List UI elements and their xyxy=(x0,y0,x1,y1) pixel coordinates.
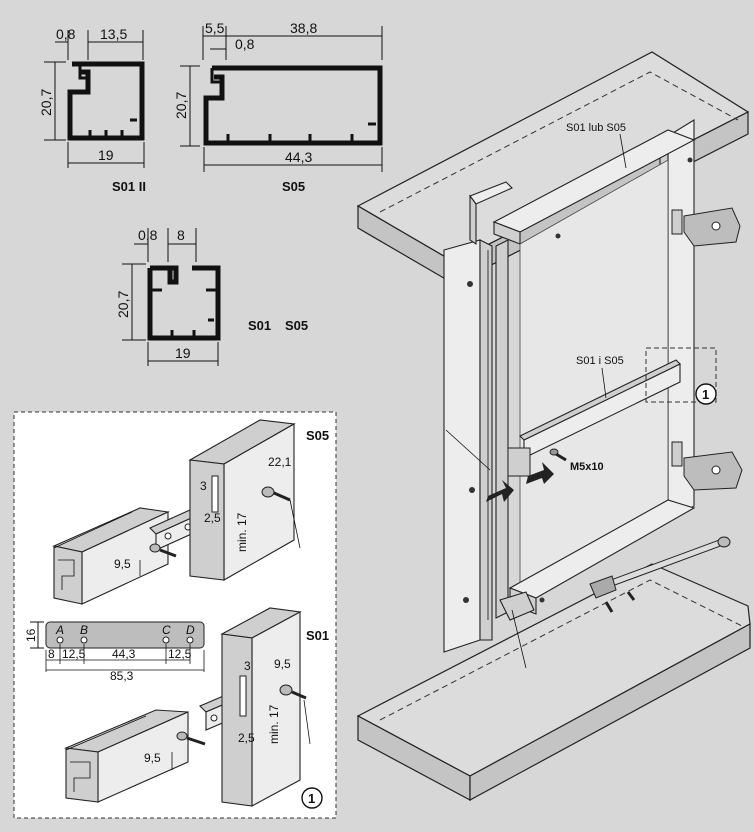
screw-s05-detail xyxy=(149,543,177,558)
plate-hole-b xyxy=(80,636,88,644)
detail-s05-joint: S05 22,1 3 2,5 min. 17 9,5 xyxy=(52,419,329,605)
profile-s05-label: S05 xyxy=(282,179,305,194)
plate-hole-c xyxy=(162,636,170,644)
screw-m5x10 xyxy=(549,448,567,462)
plate-label-c: C xyxy=(162,623,171,637)
detail-s01-dim-e: 9,5 xyxy=(144,751,161,765)
detail-circle-number: 1 xyxy=(308,791,315,806)
plate-hole-a xyxy=(56,636,64,644)
label-s01-i-s05: S01 i S05 xyxy=(576,355,624,367)
dim-s05-height: 20,7 xyxy=(173,92,189,119)
dim-s0105-top-left: 0,8 xyxy=(138,227,158,243)
plate-seg-3: 44,3 xyxy=(112,647,136,661)
plate-seg-1: 8 xyxy=(48,647,55,661)
dim-s05-top-right: 38,8 xyxy=(290,20,317,36)
dim-s05-lip: 0,8 xyxy=(235,36,255,52)
screw-post-s01 xyxy=(279,684,307,700)
dim-s0105-bottom: 19 xyxy=(175,345,191,361)
screw-s01-detail xyxy=(176,731,206,746)
profile-s01-ii: 0,8 13,5 20,7 19 S01 II xyxy=(38,26,146,194)
dim-s01ii-top-left: 0,8 xyxy=(56,26,76,42)
detail-s05-dim-e: 9,5 xyxy=(114,557,131,571)
detail-plate: 16 A B C D 8 12,5 44,3 12,5 85,3 xyxy=(24,621,205,683)
detail-circle-marker xyxy=(301,787,323,809)
detail-s05-label: S05 xyxy=(306,428,329,443)
plate-hole-d xyxy=(186,636,194,644)
dim-s05-top-left: 5,5 xyxy=(205,20,225,36)
label-m5x10: M5x10 xyxy=(570,461,604,473)
plate-total: 85,3 xyxy=(110,669,134,683)
detail-s01-dim-d: min. 17 xyxy=(267,704,281,744)
plate-label-d: D xyxy=(186,623,195,637)
profile-s01ii-label: S01 II xyxy=(112,179,146,194)
dim-s01ii-top-right: 13,5 xyxy=(100,26,127,42)
dim-s0105-height: 20,7 xyxy=(115,291,131,318)
screw-post-s05 xyxy=(261,486,291,502)
profile-s01-s05: 0,8 8 20,7 19 S01 S05 xyxy=(115,227,308,366)
dim-s01ii-bottom: 19 xyxy=(98,147,114,163)
bottom-board xyxy=(356,563,751,802)
detail-s05-dim-a: 22,1 xyxy=(268,455,292,469)
callout-circle-marker xyxy=(695,383,717,405)
main-assembly: S01 lub S05 S01 i S05 M5x10 1 xyxy=(356,51,751,802)
gas-strut xyxy=(589,536,731,613)
profile-s0105-label-b: S05 xyxy=(285,318,308,333)
profile-s0105-label-a: S01 xyxy=(248,318,271,333)
dim-s05-bottom: 44,3 xyxy=(285,149,312,165)
plate-seg-4: 12,5 xyxy=(168,647,192,661)
hinge-upper xyxy=(671,207,741,247)
callout-circle-number: 1 xyxy=(702,387,709,402)
detail-s01-dim-c: 2,5 xyxy=(238,731,255,745)
detail-s05-dim-d: min. 17 xyxy=(235,512,249,552)
detail-s05-dim-b: 3 xyxy=(200,479,207,493)
hinge-lower xyxy=(671,441,743,491)
detail-s01-dim-b: 3 xyxy=(244,659,251,673)
detail-s01-label: S01 xyxy=(306,628,329,643)
detail-box: S05 22,1 3 2,5 min. 17 9,5 16 A B C D xyxy=(13,411,337,819)
callout-box xyxy=(645,347,717,403)
arrow-right xyxy=(526,462,554,484)
plate-label-b: B xyxy=(80,623,88,637)
dim-s0105-top-right: 8 xyxy=(177,227,185,243)
profile-s05: 5,5 38,8 0,8 20,7 44,3 S05 xyxy=(173,20,383,194)
detail-s05-dim-c: 2,5 xyxy=(204,511,221,525)
dim-s01ii-height: 20,7 xyxy=(38,89,54,116)
label-s01-lub-s05: S01 lub S05 xyxy=(566,122,626,134)
arrow-left xyxy=(486,480,514,502)
plate-seg-2: 12,5 xyxy=(62,647,86,661)
plate-label-a: A xyxy=(55,623,64,637)
detail-s01-joint: S01 9,5 3 2,5 min. 17 9,5 1 xyxy=(63,607,329,809)
plate-dim-height: 16 xyxy=(24,628,38,642)
door-frame xyxy=(443,119,696,653)
detail-s01-dim-a: 9,5 xyxy=(274,657,291,671)
